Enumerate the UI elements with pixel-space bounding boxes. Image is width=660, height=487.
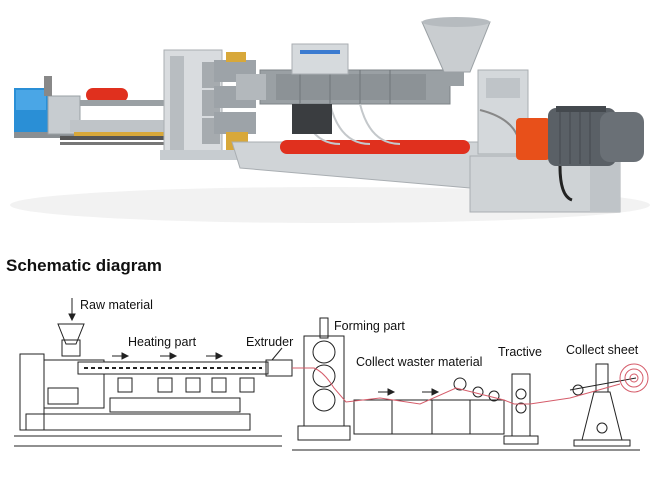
- label-collect-waste: Collect waster material: [356, 355, 482, 369]
- winder-unit: [44, 76, 170, 136]
- extruder-machine: [19, 323, 293, 431]
- label-extruder: Extruder: [246, 335, 293, 349]
- label-tractive: Tractive: [498, 345, 542, 359]
- hopper: [421, 17, 491, 86]
- blue-control-cabinet: [14, 88, 74, 138]
- tractive-unit: [503, 373, 539, 445]
- collect-waste-conveyor: [353, 377, 505, 435]
- label-raw-material: Raw material: [80, 298, 153, 312]
- extruder-barrel: [236, 43, 451, 145]
- forming-roll-stand: [297, 317, 351, 441]
- schematic-diagram: Raw material Heating part Extruder Formi…: [14, 298, 649, 451]
- extrusion-line-photo: [10, 17, 650, 223]
- label-collect-sheet: Collect sheet: [566, 343, 639, 357]
- motor: [516, 106, 644, 202]
- schematic-heading: Schematic diagram: [6, 256, 162, 275]
- calender-roll-stand: [160, 49, 256, 160]
- sheet-path: [292, 367, 621, 405]
- flow-arrows: [68, 298, 440, 396]
- label-heating-part: Heating part: [128, 335, 197, 349]
- gearbox: [477, 69, 529, 155]
- collect-sheet-winder: [569, 363, 649, 447]
- ground-line: [14, 435, 640, 451]
- label-forming-part: Forming part: [334, 319, 405, 333]
